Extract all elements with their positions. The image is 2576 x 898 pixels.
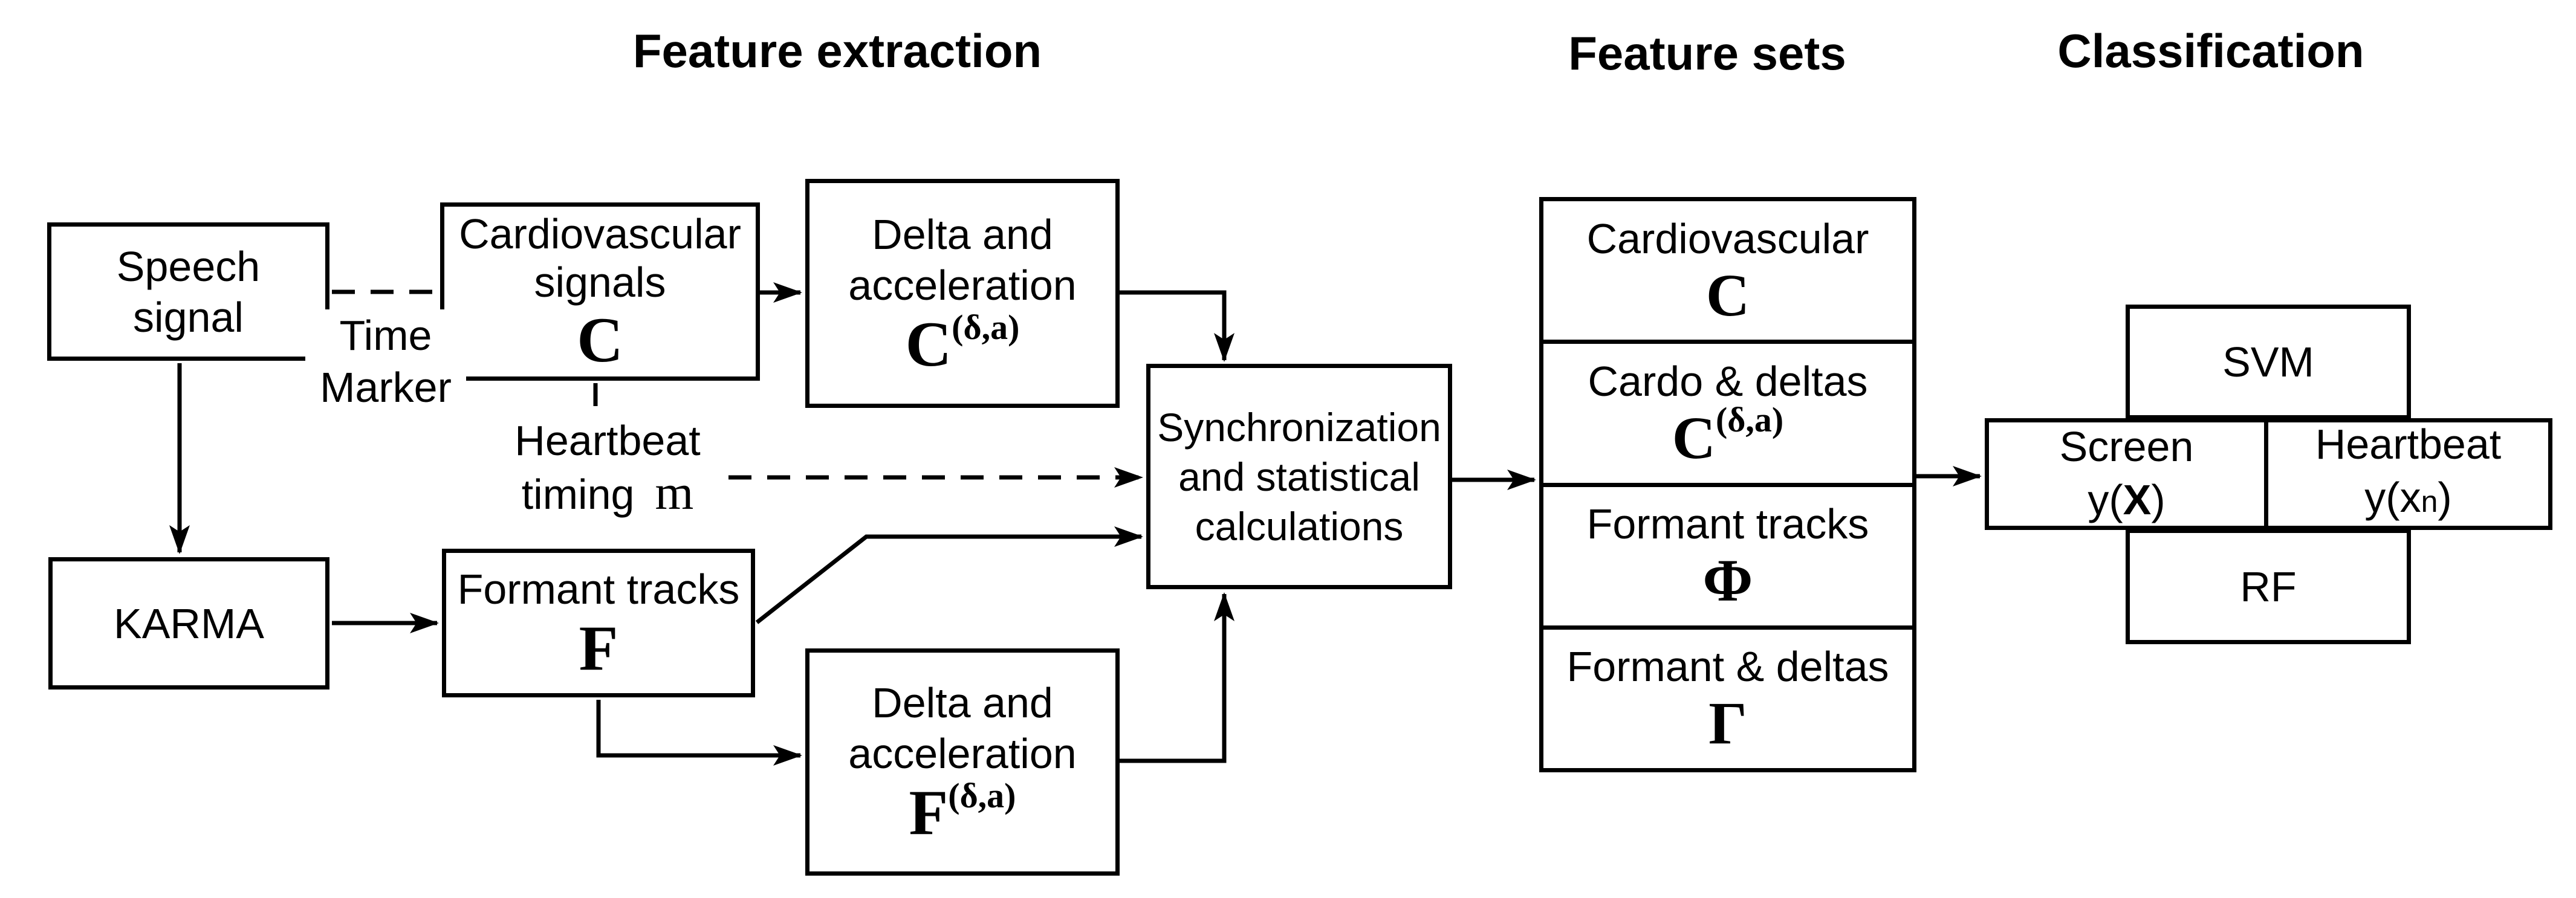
delta-bottom-line1: Delta and — [872, 679, 1053, 726]
heartbeat-title: Heartbeat — [2315, 421, 2502, 468]
delta-bottom-symbol: F(δ,a) — [909, 776, 1016, 848]
sync-line2: and statistical — [1178, 454, 1420, 499]
edge-delta-bottom-to-sync-arrow — [1120, 592, 1234, 763]
box-rf: RF — [2126, 529, 2411, 644]
box-synchronization: Synchronization and statistical calculat… — [1146, 364, 1452, 589]
box-delta-acceleration-formant: Delta and acceleration F(δ,a) — [805, 648, 1120, 876]
time-marker-line1: Time — [339, 312, 432, 359]
box-speech-signal: Speech signal — [47, 222, 329, 361]
speech-signal-line2: signal — [133, 293, 244, 341]
heartbeat-timing-variable-m: m — [655, 465, 694, 520]
box-cardiovascular-signals: Cardiovascular signals C — [440, 202, 760, 381]
screen-formula-bold-X: X — [2123, 476, 2152, 523]
edge-formant-to-delta-bottom-arrow — [596, 700, 802, 766]
feature-set-row-label: Formant tracks — [1586, 500, 1869, 548]
feature-set-row-label: Cardo & deltas — [1588, 357, 1868, 405]
feature-set-row-cardo-deltas: Cardo & deltas C(δ,a) — [1543, 340, 1912, 482]
delta-bottom-superscript: (δ,a) — [948, 776, 1016, 815]
sync-line3: calculations — [1195, 503, 1404, 549]
sync-line1: Synchronization — [1157, 404, 1441, 450]
section-header-feature-sets: Feature sets — [1568, 27, 1846, 80]
delta-top-line2: acceleration — [848, 261, 1077, 309]
rf-label: RF — [2240, 563, 2297, 610]
label-time-marker: Time Marker — [305, 309, 466, 411]
box-formant-tracks: Formant tracks F — [442, 549, 755, 697]
feature-set-row-label: Formant & deltas — [1566, 643, 1889, 691]
heartbeat-timing-line1: Heartbeat — [514, 417, 701, 464]
edge-formant-to-sync-arrow — [755, 526, 1143, 624]
edge-delta-top-to-sync-arrow — [1120, 290, 1234, 362]
screen-title: Screen — [2059, 422, 2194, 470]
time-marker-line2: Marker — [320, 364, 452, 411]
feature-set-row-symbol: C — [1705, 261, 1750, 329]
box-delta-acceleration-cardio: Delta and acceleration C(δ,a) — [805, 179, 1120, 408]
section-header-feature-extraction: Feature extraction — [632, 24, 1042, 77]
heartbeat-formula-sub-n: n — [2421, 485, 2438, 518]
speech-signal-line1: Speech — [116, 242, 261, 290]
heartbeat-formula: y(xn) — [2364, 474, 2452, 521]
cardio-line2: signals — [534, 258, 666, 306]
feature-set-row-symbol: Γ — [1708, 690, 1747, 757]
feature-set-row-formant-tracks: Formant tracks Φ — [1543, 482, 1912, 625]
delta-top-symbol: C(δ,a) — [905, 307, 1020, 380]
box-karma: KARMA — [48, 557, 329, 690]
karma-label: KARMA — [114, 599, 264, 647]
cardio-symbol-C: C — [577, 304, 623, 375]
feature-set-row-symbol: C(δ,a) — [1672, 399, 1784, 471]
feature-set-row-cardiovascular: Cardiovascular C — [1543, 201, 1912, 340]
feature-set-row-symbol: Φ — [1702, 547, 1753, 615]
box-screen-output: Screen y(X) — [1985, 418, 2268, 530]
formant-symbol-F: F — [579, 613, 618, 683]
delta-top-superscript: (δ,a) — [952, 307, 1020, 347]
feature-set-row-formant-deltas: Formant & deltas Γ — [1543, 625, 1912, 768]
svm-label: SVM — [2222, 338, 2314, 386]
screen-formula: y(X) — [2088, 476, 2166, 523]
box-heartbeat-output: Heartbeat y(xn) — [2264, 418, 2552, 530]
delta-bottom-line2: acceleration — [848, 730, 1077, 777]
box-svm: SVM — [2126, 305, 2411, 419]
cardio-line1: Cardiovascular — [459, 210, 741, 257]
feature-sets-table: Cardiovascular C Cardo & deltas C(δ,a) F… — [1539, 197, 1916, 772]
feature-set-row-label: Cardiovascular — [1586, 215, 1869, 262]
formant-line1: Formant tracks — [457, 566, 740, 613]
section-header-classification: Classification — [2057, 24, 2364, 77]
delta-top-line1: Delta and — [872, 210, 1053, 258]
